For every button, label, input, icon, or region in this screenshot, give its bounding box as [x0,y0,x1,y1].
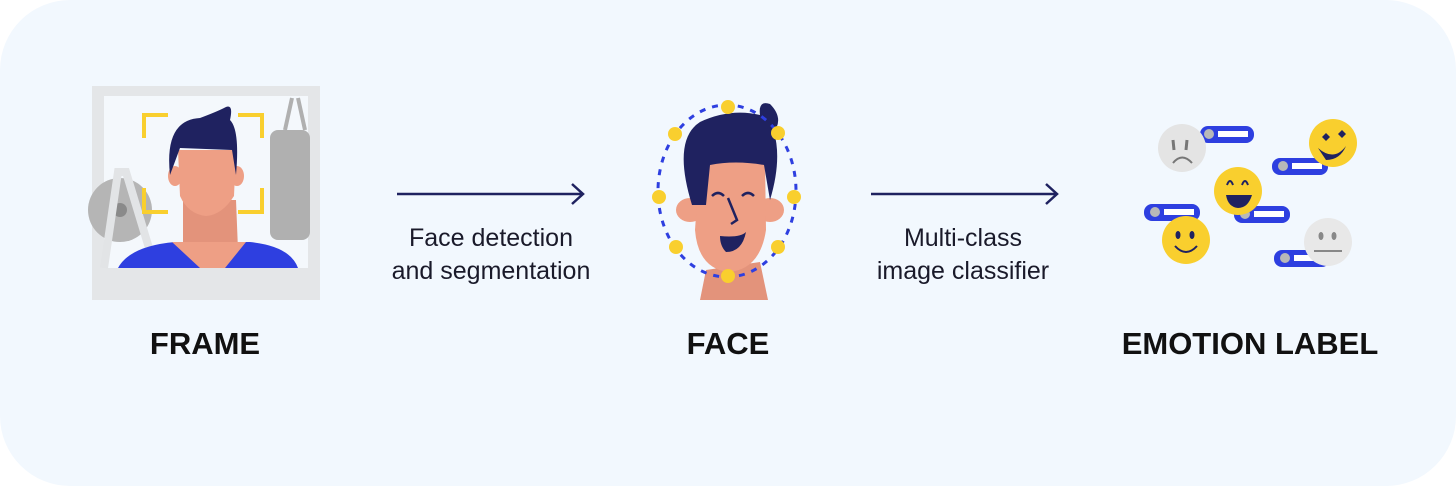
heart-eyes-emoji-icon [1309,119,1357,167]
detection-box-icon [142,113,264,214]
face-title: FACE [686,326,770,361]
arrow-1-icon [397,183,585,205]
step-1-line-1: Face detection [409,224,573,252]
frame-illustration [88,86,320,300]
laughing-emoji-icon [1214,167,1262,215]
arrow-2-icon [871,183,1059,205]
face-illustration [652,100,801,300]
neutral-emoji-icon [1304,218,1352,266]
sad-emoji-icon [1158,124,1206,172]
frame-title: FRAME [149,326,261,361]
landmark-points-icon [652,100,801,283]
emotion-illustration [1144,119,1357,267]
step-2-line-1: Multi-class [903,224,1023,252]
step-2-line-2: image classifier [876,257,1050,285]
punching-bag-icon [270,97,310,240]
step-1-label: Face detection and segmentation [361,222,621,288]
step-2-label: Multi-class image classifier [833,222,1093,288]
emotion-label-title: EMOTION LABEL [1121,326,1379,361]
gym-equipment-icon [88,168,156,269]
smile-emoji-icon [1162,216,1210,264]
step-1-line-2: and segmentation [391,257,591,285]
